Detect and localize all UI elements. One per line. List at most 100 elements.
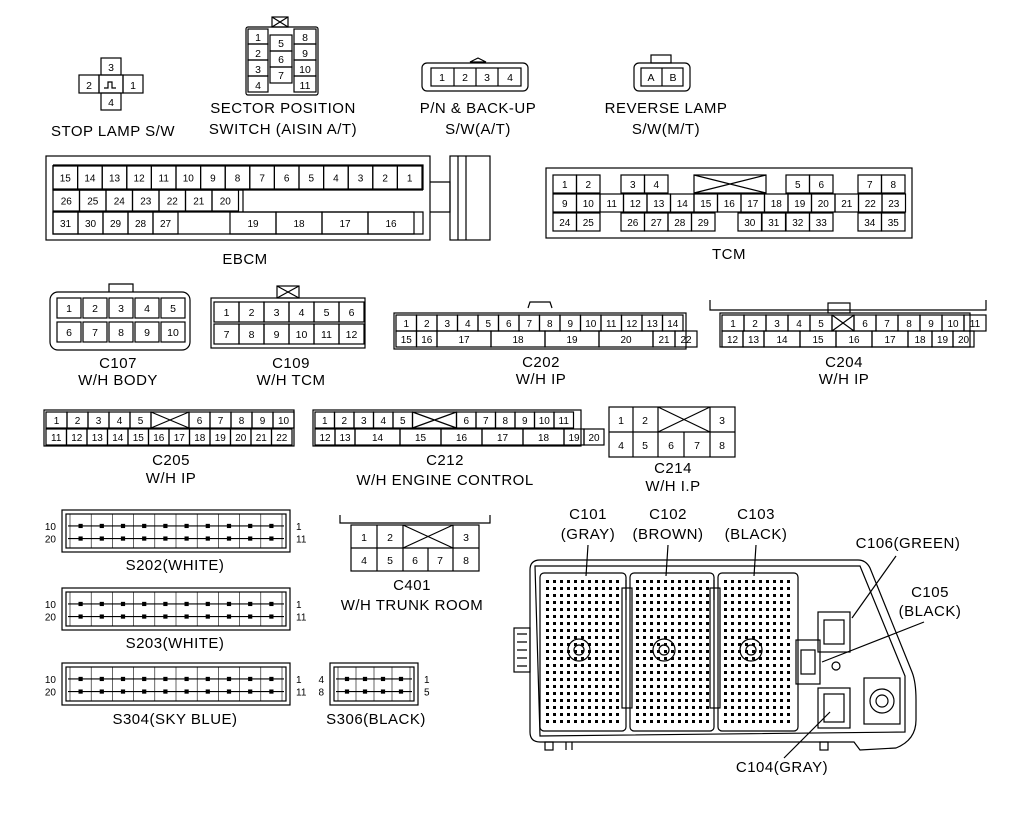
pin-label: 15 [700, 199, 712, 210]
jb-terminal [581, 699, 584, 702]
s306-label: S306(BLACK) [326, 711, 426, 728]
jb-terminal [780, 699, 783, 702]
pin-label: 1 [54, 416, 60, 427]
jb-terminal [650, 664, 653, 667]
pin-label: 17 [497, 433, 509, 444]
jb-terminal [752, 713, 755, 716]
jb-terminal [752, 650, 755, 653]
jb-terminal [650, 650, 653, 653]
jb-terminal [546, 643, 549, 646]
pin-label: 2 [86, 80, 92, 92]
jb-terminal [588, 587, 591, 590]
jb-terminal [678, 699, 681, 702]
jb-terminal [773, 580, 776, 583]
pin-label: 11 [606, 319, 617, 330]
pin-label: 6 [66, 327, 72, 339]
jb-terminal [574, 643, 577, 646]
pin-label: A [647, 72, 654, 84]
jb-terminal [699, 657, 702, 660]
pin-label: 9 [567, 319, 573, 330]
jb-terminal [602, 629, 605, 632]
jb-terminal [657, 629, 660, 632]
jb-terminal [664, 636, 667, 639]
jb-terminal [678, 580, 681, 583]
pin-label: 1 [296, 600, 302, 611]
jb-terminal [678, 685, 681, 688]
pin-cell [808, 174, 834, 194]
jb-terminal [657, 678, 660, 681]
pin-label: 6 [818, 180, 824, 191]
jb-terminal [595, 594, 598, 597]
jb-terminal [759, 706, 762, 709]
jb-terminal [724, 720, 727, 723]
pin-label: 10 [278, 416, 290, 427]
jb-terminal [787, 601, 790, 604]
pin-label: 13 [647, 319, 659, 330]
splice-pin [163, 601, 168, 607]
splice-pin [120, 536, 126, 541]
pin-label: 17 [458, 335, 470, 346]
jb-terminal [738, 678, 741, 681]
jb-terminal [773, 594, 776, 597]
jb-terminal [574, 713, 577, 716]
splice-pin [99, 536, 104, 541]
jb-terminal [738, 629, 741, 632]
pin-label: 1 [618, 415, 624, 427]
splice-pin [99, 601, 104, 607]
jb-terminal [692, 720, 695, 723]
jb-terminal [574, 650, 577, 653]
jb-terminal [609, 643, 612, 646]
pin-label: 5 [138, 416, 144, 427]
jb-terminal [560, 671, 563, 674]
jb-terminal [609, 580, 612, 583]
jb-terminal [602, 685, 605, 688]
jb-terminal [567, 608, 570, 611]
jb-terminal [657, 594, 660, 597]
jb-terminal [738, 601, 741, 604]
pin-label: 33 [816, 218, 828, 229]
jb-terminal [738, 615, 741, 618]
jb-terminal [752, 629, 755, 632]
pin-label: 22 [680, 335, 692, 346]
jb-terminal [759, 622, 762, 625]
splice-pin [269, 614, 274, 619]
jb-terminal [759, 601, 762, 604]
splice-pin [78, 523, 83, 529]
pin-label: 18 [538, 433, 550, 444]
jb-terminal [671, 636, 674, 639]
jb-terminal [595, 636, 598, 639]
jb-terminal [650, 608, 653, 611]
jb-terminal [574, 678, 577, 681]
jb-terminal [574, 587, 577, 590]
jb-terminal [664, 699, 667, 702]
jb-terminal [773, 671, 776, 674]
pin-cell [880, 174, 906, 194]
jb-terminal [581, 615, 584, 618]
jb-terminal [616, 699, 619, 702]
jb-terminal [581, 636, 584, 639]
jb-terminal [706, 685, 709, 688]
jb-terminal [780, 622, 783, 625]
pin-label: 19 [566, 335, 578, 346]
jb-terminal [636, 685, 639, 688]
jb-terminal [650, 678, 653, 681]
pin-label: 3 [108, 62, 114, 74]
pin-label: 10 [539, 416, 551, 427]
pin-label: 10 [299, 64, 311, 76]
jb-terminal [671, 671, 674, 674]
jb-terminal [560, 657, 563, 660]
jb-terminal [574, 629, 577, 632]
pin-label: 32 [792, 218, 804, 229]
jb-terminal [787, 699, 790, 702]
jb-terminal [671, 678, 674, 681]
jb-terminal [766, 587, 769, 590]
jb-terminal [657, 657, 660, 660]
splice-pin [205, 689, 210, 694]
jb-terminal [787, 650, 790, 653]
jb-terminal [731, 636, 734, 639]
jb-terminal [745, 657, 748, 660]
jb-terminal [616, 720, 619, 723]
pin-label: 2 [752, 319, 758, 330]
jb-terminal [678, 594, 681, 597]
